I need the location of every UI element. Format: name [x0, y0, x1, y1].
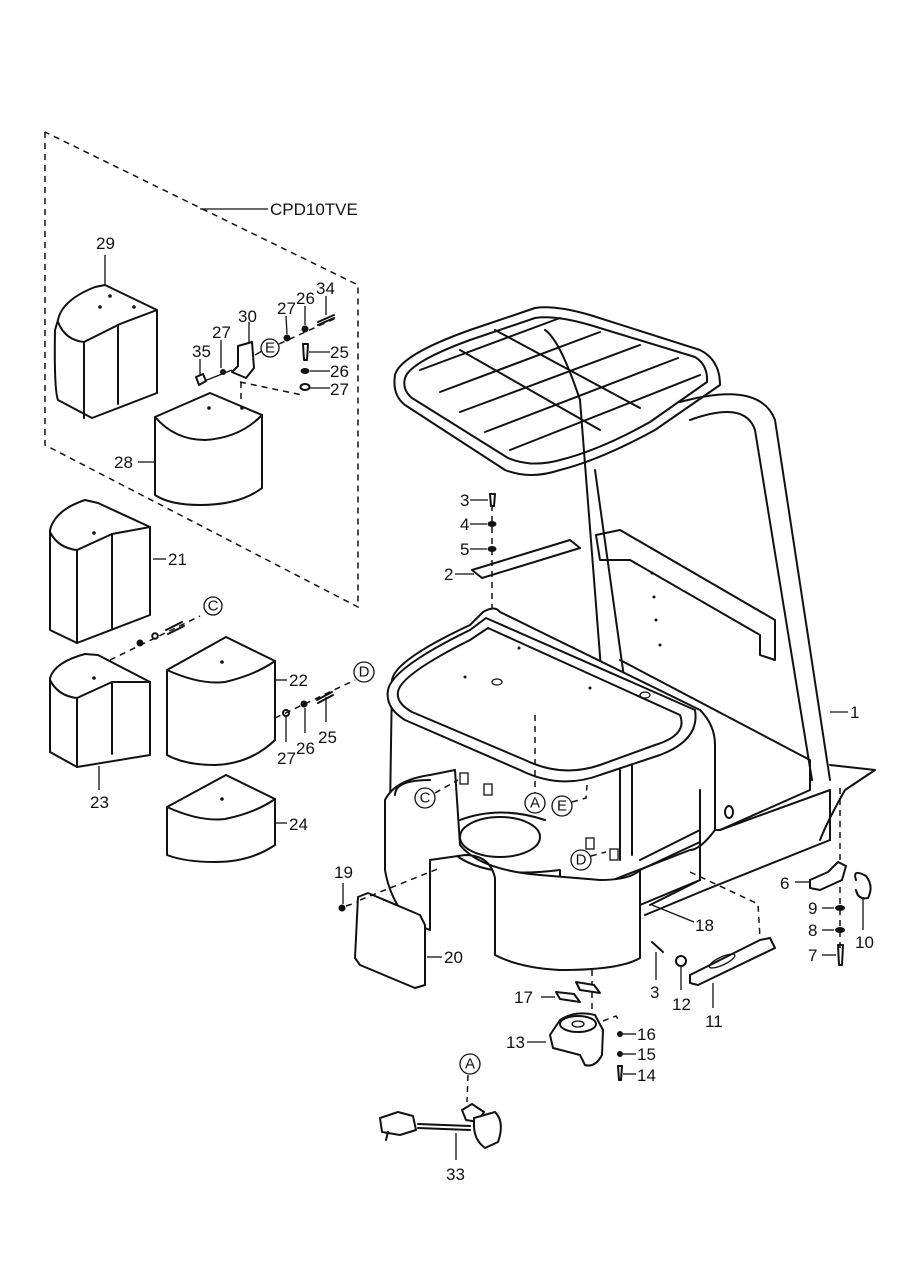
part-label-27-low: 27: [277, 749, 296, 768]
part-21-block: 21: [49, 499, 187, 644]
cpd10tve-boundary: CPD10TVE: [44, 131, 359, 609]
caster-13: 13 16 15 14: [506, 1012, 656, 1085]
part-label-26-top: 26: [296, 289, 315, 308]
plate-2-assembly: 3 4 5 2: [444, 491, 581, 620]
part-label-9: 9: [808, 899, 817, 918]
part-label-26-right: 26: [330, 362, 349, 381]
part-label-4: 4: [460, 515, 469, 534]
model-label: CPD10TVE: [270, 200, 358, 219]
part-label-1: 1: [850, 703, 859, 722]
part-label-27-mid: 27: [277, 299, 296, 318]
part-28-block: 28: [114, 392, 263, 506]
part-label-13: 13: [506, 1033, 525, 1052]
part-label-24: 24: [289, 815, 308, 834]
callout-a-sensor: A: [465, 1056, 475, 1073]
part-label-30: 30: [238, 307, 257, 326]
truck-body: C A E D 18: [384, 607, 716, 971]
part-label-8: 8: [808, 921, 817, 940]
part-label-10: 10: [855, 933, 874, 952]
part-label-29: 29: [96, 234, 115, 253]
callout-d-left: D: [359, 664, 370, 681]
sensor-33: A 33: [379, 1053, 502, 1184]
callout-c-body: C: [420, 790, 431, 807]
part-label-18: 18: [695, 916, 714, 935]
callout-c-left: C: [208, 598, 219, 615]
part-23-block: 23: [49, 653, 151, 812]
part-label-35: 35: [192, 342, 211, 361]
part-label-14: 14: [637, 1066, 656, 1085]
part-label-22: 22: [289, 671, 308, 690]
clamp-assembly-6: 6 10 9 8 7: [780, 788, 874, 966]
part-label-33: 33: [446, 1165, 465, 1184]
callout-d-body: D: [576, 852, 587, 869]
shims-17: 17: [514, 970, 601, 1015]
part-label-17: 17: [514, 988, 533, 1007]
part-label-11: 11: [705, 1012, 723, 1031]
part-label-23: 23: [90, 793, 109, 812]
part-label-7: 7: [808, 946, 817, 965]
bumper-plate-11: 3 12 11: [650, 871, 776, 1031]
part-label-20: 20: [444, 948, 463, 967]
part-label-26-low: 26: [296, 739, 315, 758]
part-label-27-right: 27: [330, 380, 349, 399]
part-24-block: 24: [166, 774, 308, 863]
part-label-6: 6: [780, 874, 789, 893]
part-label-28: 28: [114, 453, 133, 472]
part-29-block: 29: [53, 234, 158, 419]
part-label-19: 19: [334, 863, 353, 882]
cover-plate-20: 19 20: [334, 863, 463, 989]
part-label-25-low: 25: [318, 728, 337, 747]
hardware-to-callout-c: C: [109, 596, 223, 661]
part-label-25-top: 25: [330, 343, 349, 362]
part-label-3-low: 3: [650, 983, 659, 1002]
part-label-21: 21: [168, 550, 187, 569]
callout-e-top: E: [265, 340, 275, 357]
part-label-16: 16: [637, 1025, 656, 1044]
part-22-block: 22 D 27 26 25: [166, 636, 375, 768]
part-label-5: 5: [460, 540, 469, 559]
part-label-34: 34: [316, 279, 335, 298]
part-label-27-left: 27: [212, 323, 231, 342]
part-label-3-top: 3: [460, 491, 469, 510]
callout-e-body: E: [557, 798, 567, 815]
bracket-assembly-30: 30 35 27 E 27 26 34 25 26 27: [192, 279, 349, 402]
part-label-12: 12: [672, 995, 691, 1014]
callout-a-body: A: [530, 795, 540, 812]
part-label-15: 15: [637, 1045, 656, 1064]
part-label-2: 2: [444, 565, 453, 584]
